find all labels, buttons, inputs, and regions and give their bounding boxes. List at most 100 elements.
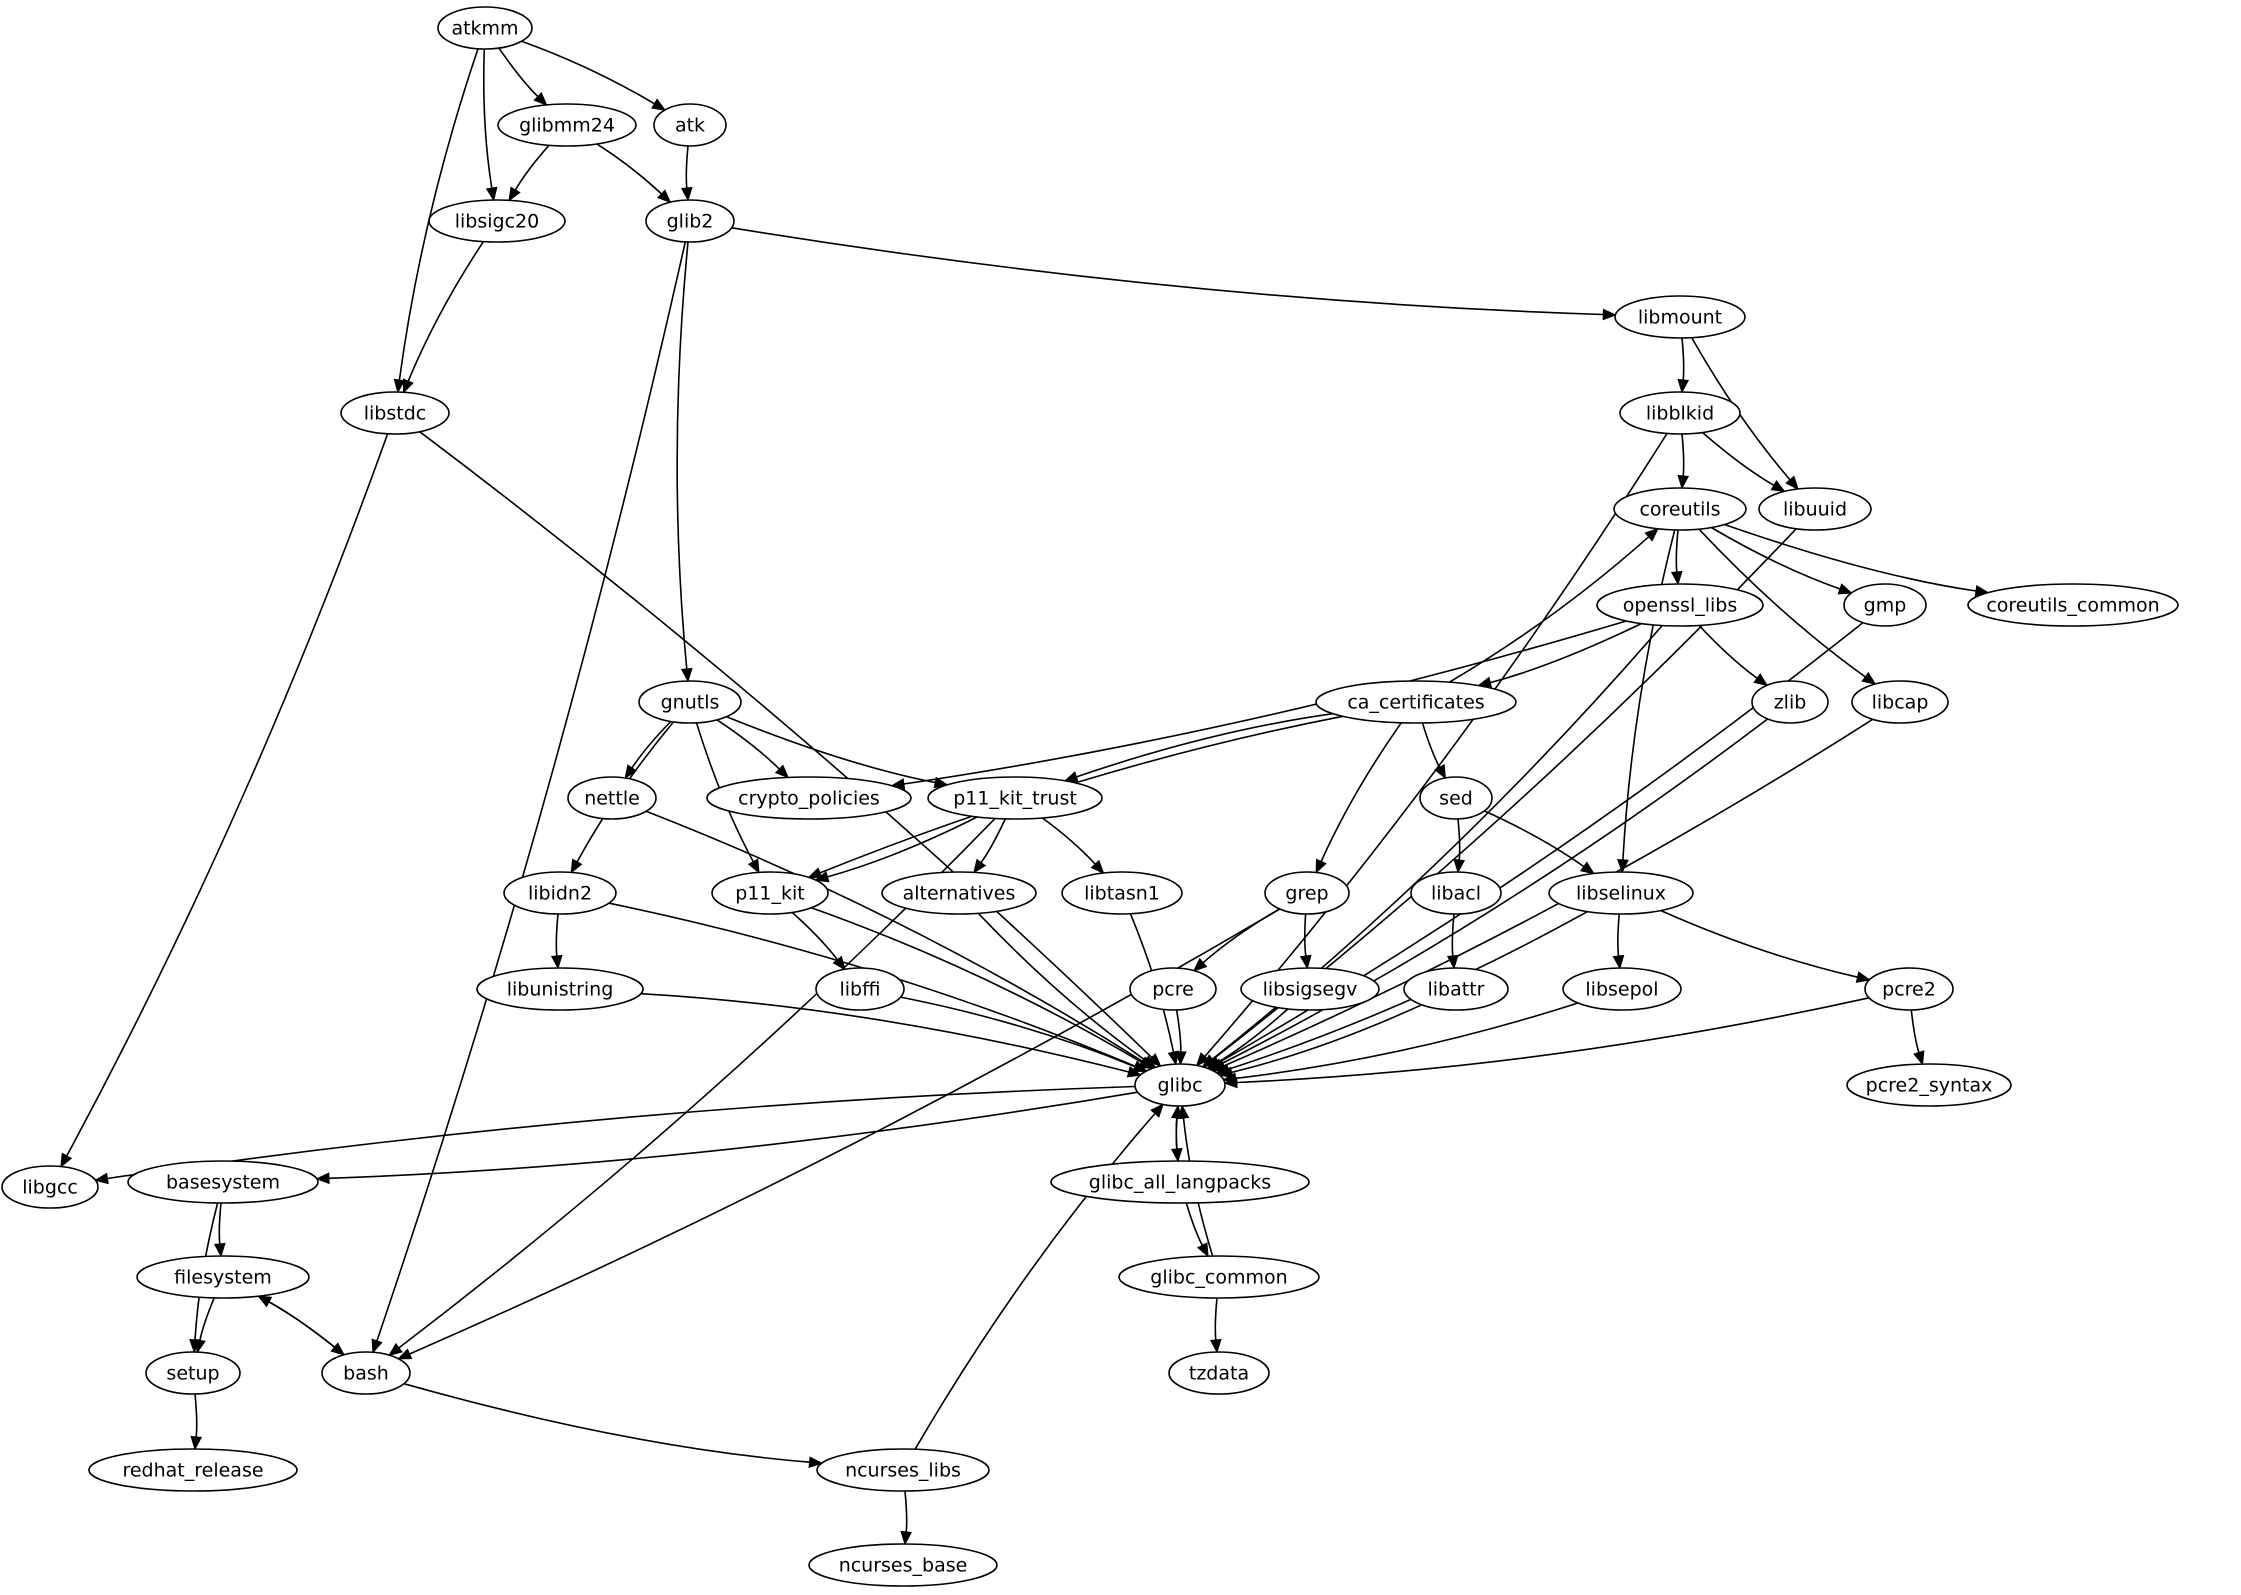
edge-line — [640, 992, 1130, 1073]
edge-line — [328, 1091, 1138, 1180]
arrowhead-icon — [1612, 954, 1625, 970]
edge-line — [1710, 526, 1841, 590]
node-label: libsigc20 — [455, 211, 539, 233]
edge-line — [1910, 1009, 1920, 1053]
edge-sed-to-libselinux — [1484, 810, 1595, 875]
node-nettle[interactable]: nettle — [567, 776, 657, 820]
edge-line — [398, 48, 479, 381]
arrowhead-icon — [1446, 954, 1459, 970]
node-label: glibc — [1157, 1075, 1202, 1097]
node-pcre[interactable]: pcre — [1129, 967, 1217, 1011]
edge-libattr-to-glibc — [1218, 1004, 1423, 1079]
edge-coreutils-to-libcap — [1698, 528, 1877, 685]
node-libsigc20[interactable]: libsigc20 — [428, 199, 566, 243]
node-tzdata[interactable]: tzdata — [1168, 1351, 1270, 1395]
node-label: gnutls — [661, 692, 720, 714]
edge-p11_kit_trust-to-p11_kit — [814, 816, 978, 883]
node-alternatives[interactable]: alternatives — [881, 871, 1037, 915]
edge-line — [811, 906, 1143, 1064]
edge-line — [1660, 909, 1858, 978]
edge-line — [1698, 528, 1866, 678]
node-atkmm[interactable]: atkmm — [437, 6, 533, 50]
node-ellipse — [706, 776, 912, 820]
edge-line — [645, 810, 1144, 1063]
node-redhat_release[interactable]: redhat_release — [88, 1448, 298, 1492]
edge-ca_certificates-to-p11_kit_trust — [1063, 712, 1333, 783]
node-setup[interactable]: setup — [145, 1351, 241, 1395]
arrowhead-icon — [747, 858, 760, 874]
node-coreutils[interactable]: coreutils — [1613, 487, 1747, 531]
edge-pcre2-to-glibc — [1223, 997, 1870, 1089]
node-pcre2[interactable]: pcre2 — [1864, 967, 1954, 1011]
node-crypto_policies[interactable]: crypto_policies — [706, 776, 912, 820]
node-glibc_all_langpacks[interactable]: glibc_all_langpacks — [1050, 1160, 1310, 1204]
arrowhead-icon — [1167, 1050, 1180, 1066]
node-p11_kit_trust[interactable]: p11_kit_trust — [927, 776, 1103, 820]
node-ellipse — [88, 1448, 298, 1492]
edge-line — [1622, 529, 1676, 861]
node-libidn2[interactable]: libidn2 — [503, 871, 617, 915]
edge-line — [685, 145, 689, 189]
arrowhead-icon — [315, 1172, 330, 1185]
node-pcre2_syntax[interactable]: pcre2_syntax — [1846, 1063, 2012, 1107]
node-libselinux[interactable]: libselinux — [1548, 871, 1694, 915]
node-gnutls[interactable]: gnutls — [638, 680, 742, 724]
arrowhead-icon — [1174, 1051, 1187, 1066]
node-zlib[interactable]: zlib — [1751, 680, 1829, 724]
node-ellipse — [321, 1351, 411, 1395]
node-atk[interactable]: atk — [653, 103, 727, 147]
node-p11_kit[interactable]: p11_kit — [711, 871, 829, 915]
node-basesystem[interactable]: basesystem — [127, 1160, 319, 1204]
node-label: libmount — [1638, 307, 1722, 329]
edge-libselinux-to-pcre2 — [1660, 909, 1871, 983]
node-coreutils_common[interactable]: coreutils_common — [1967, 583, 2179, 627]
node-libattr[interactable]: libattr — [1403, 967, 1509, 1011]
edge-line — [419, 431, 1153, 1059]
node-libsepol[interactable]: libsepol — [1562, 967, 1682, 1011]
node-libffi[interactable]: libffi — [815, 967, 905, 1011]
node-glibmm24[interactable]: glibmm24 — [497, 103, 637, 147]
node-grep[interactable]: grep — [1264, 871, 1350, 915]
node-libuuid[interactable]: libuuid — [1758, 487, 1872, 531]
node-libacl[interactable]: libacl — [1410, 871, 1502, 915]
node-glibc_common[interactable]: glibc_common — [1118, 1255, 1320, 1299]
edge-line — [1421, 722, 1441, 768]
arrowhead-icon — [393, 378, 406, 394]
node-filesystem[interactable]: filesystem — [136, 1255, 310, 1299]
node-ellipse — [1315, 680, 1517, 724]
edge-glib2-to-bash — [371, 241, 687, 1354]
edge-line — [1228, 910, 1588, 1071]
edge-coreutils-to-coreutils_common — [1724, 523, 1990, 597]
arrowhead-icon — [1206, 1056, 1222, 1070]
node-openssl_libs[interactable]: openssl_libs — [1596, 583, 1764, 627]
arrowhead-icon — [1090, 859, 1105, 875]
node-libtasn1[interactable]: libtasn1 — [1061, 871, 1183, 915]
node-ncurses_libs[interactable]: ncurses_libs — [816, 1448, 990, 1492]
node-ca_certificates[interactable]: ca_certificates — [1315, 680, 1517, 724]
arrowhead-icon — [624, 764, 638, 780]
arrowhead-icon — [257, 1295, 273, 1308]
node-label: libgcc — [22, 1177, 78, 1199]
node-ncurses_base[interactable]: ncurses_base — [808, 1543, 998, 1587]
node-glibc[interactable]: glibc — [1134, 1063, 1226, 1107]
node-libblkid[interactable]: libblkid — [1619, 391, 1741, 435]
arrowhead-icon — [1785, 475, 1799, 491]
edge-line — [498, 47, 539, 98]
node-bash[interactable]: bash — [321, 1351, 411, 1395]
edge-line — [1320, 722, 1402, 862]
node-label: coreutils — [1639, 499, 1720, 521]
node-libmount[interactable]: libmount — [1614, 295, 1746, 339]
arrowhead-icon — [1913, 1050, 1925, 1066]
node-libsigsegv[interactable]: libsigsegv — [1240, 967, 1380, 1011]
node-sed[interactable]: sed — [1419, 776, 1493, 820]
node-libstdc[interactable]: libstdc — [340, 391, 450, 435]
node-gmp[interactable]: gmp — [1843, 583, 1927, 627]
node-libunistring[interactable]: libunistring — [476, 967, 644, 1011]
edge-line — [631, 720, 672, 769]
node-glib2[interactable]: glib2 — [645, 199, 735, 243]
edge-line — [403, 1382, 810, 1463]
node-ellipse — [1410, 871, 1502, 915]
node-label: libsepol — [1585, 979, 1658, 1001]
node-libcap[interactable]: libcap — [1851, 680, 1949, 724]
node-libgcc[interactable]: libgcc — [1, 1165, 99, 1209]
